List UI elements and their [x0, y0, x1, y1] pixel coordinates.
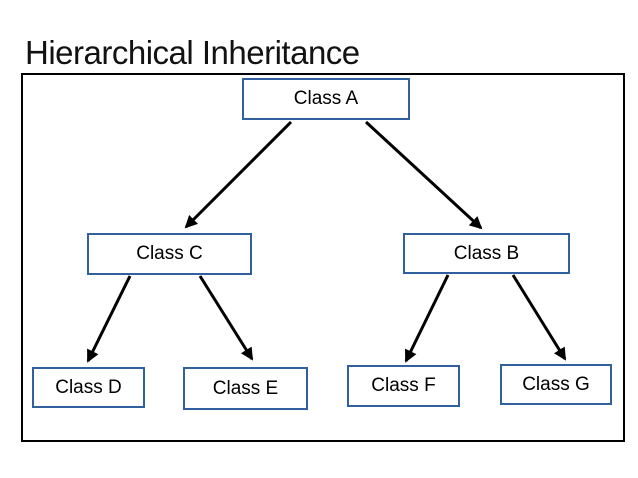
node-class-g: Class G — [500, 364, 612, 405]
node-class-a: Class A — [242, 78, 410, 120]
node-class-f: Class F — [347, 365, 460, 407]
page-title: Hierarchical Inheritance — [25, 34, 360, 72]
node-class-c: Class C — [87, 233, 252, 275]
node-class-e: Class E — [183, 367, 308, 410]
node-class-d: Class D — [32, 367, 145, 408]
node-class-b: Class B — [403, 233, 570, 274]
